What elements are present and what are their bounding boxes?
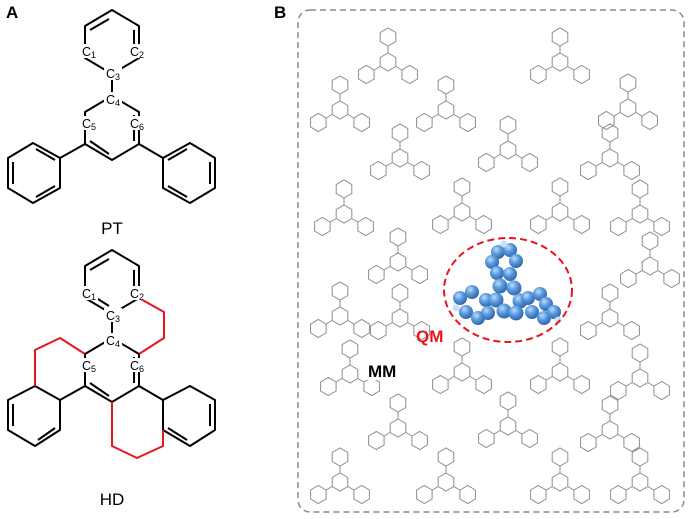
hd-atom-c3: C3 bbox=[106, 309, 120, 324]
mm-molecule bbox=[432, 337, 492, 394]
mm-molecule bbox=[310, 281, 370, 338]
mm-label-bg bbox=[366, 360, 406, 380]
mm-molecule bbox=[368, 393, 428, 450]
panel-a-label: A bbox=[6, 3, 18, 22]
pt-atom-c4: C4 bbox=[106, 93, 120, 108]
mm-molecule bbox=[610, 447, 670, 504]
hd-bridges bbox=[34, 297, 165, 459]
mm-molecule bbox=[530, 337, 590, 394]
pt-atom-c1: C1 bbox=[82, 45, 96, 60]
mm-molecule bbox=[530, 27, 590, 84]
mm-label: MM bbox=[368, 362, 396, 381]
mm-molecule bbox=[598, 73, 658, 130]
qm-molecule bbox=[452, 240, 562, 325]
hd-atom-c1: C1 bbox=[82, 287, 96, 302]
qm-label: QM bbox=[416, 327, 443, 346]
pt-name: PT bbox=[101, 219, 123, 238]
mm-molecule bbox=[416, 75, 476, 132]
mm-molecule bbox=[416, 447, 476, 504]
mm-molecule bbox=[310, 75, 370, 132]
hd-atom-c6: C6 bbox=[130, 359, 144, 374]
mm-molecule bbox=[610, 179, 670, 236]
pt-atom-c5: C5 bbox=[82, 117, 96, 132]
pt-atom-c6: C6 bbox=[130, 117, 144, 132]
mm-molecule bbox=[610, 343, 670, 400]
mm-molecule bbox=[580, 395, 640, 452]
mm-molecule bbox=[310, 447, 370, 504]
pt-atom-c2: C2 bbox=[130, 45, 144, 60]
hd-atom-c2: C2 bbox=[130, 287, 144, 302]
hd-atom-c5: C5 bbox=[82, 359, 96, 374]
mm-molecule bbox=[368, 227, 428, 284]
mm-molecule bbox=[478, 115, 538, 172]
mm-molecule bbox=[530, 177, 590, 234]
mm-molecule bbox=[432, 177, 492, 234]
panel-b-label: B bbox=[274, 3, 286, 22]
mm-molecule bbox=[620, 231, 680, 288]
hd-name: HD bbox=[100, 490, 125, 509]
hd-atom-labels: C1 C2 C3 C4 C5 C6 bbox=[80, 286, 146, 374]
mm-molecule bbox=[358, 27, 418, 84]
hd-atom-c4: C4 bbox=[106, 334, 120, 349]
mm-box-border bbox=[297, 9, 685, 513]
qm-region-border bbox=[443, 237, 573, 343]
mm-molecule bbox=[370, 123, 430, 180]
mm-molecule bbox=[530, 447, 590, 504]
pt-atom-labels: C1 C2 C3 C4 C5 C6 bbox=[80, 44, 146, 132]
pt-atom-c3: C3 bbox=[106, 67, 120, 82]
mm-molecule bbox=[580, 283, 640, 340]
mm-molecule bbox=[478, 391, 538, 448]
mm-molecule bbox=[314, 179, 374, 236]
mm-molecule bbox=[580, 123, 640, 180]
